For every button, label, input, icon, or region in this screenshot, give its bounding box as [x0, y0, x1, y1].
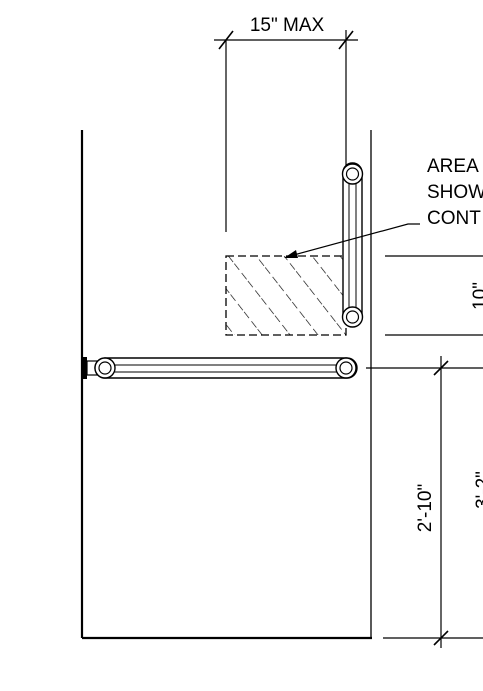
note-line-1: AREA [427, 156, 479, 177]
dimension-bar-height-label: 2'-10" [415, 484, 436, 532]
note-line-2: SHOW [427, 182, 483, 203]
horizontal-grab-bar [82, 357, 358, 379]
dimension-overall-height-label: 3'-2" [473, 471, 483, 509]
wall-outline [80, 130, 372, 640]
note-leader-arrowhead [284, 250, 298, 258]
dimension-top-width [214, 30, 358, 232]
note-leader [289, 223, 420, 257]
dimension-right-extensions [366, 255, 483, 648]
note-line-3: CONT [427, 208, 481, 229]
dimension-top-width-label: 15" MAX [250, 15, 325, 36]
dimension-area-height-label: 10" [470, 282, 483, 310]
control-area-hatched [225, 255, 347, 336]
vertical-grab-bar [341, 162, 364, 328]
